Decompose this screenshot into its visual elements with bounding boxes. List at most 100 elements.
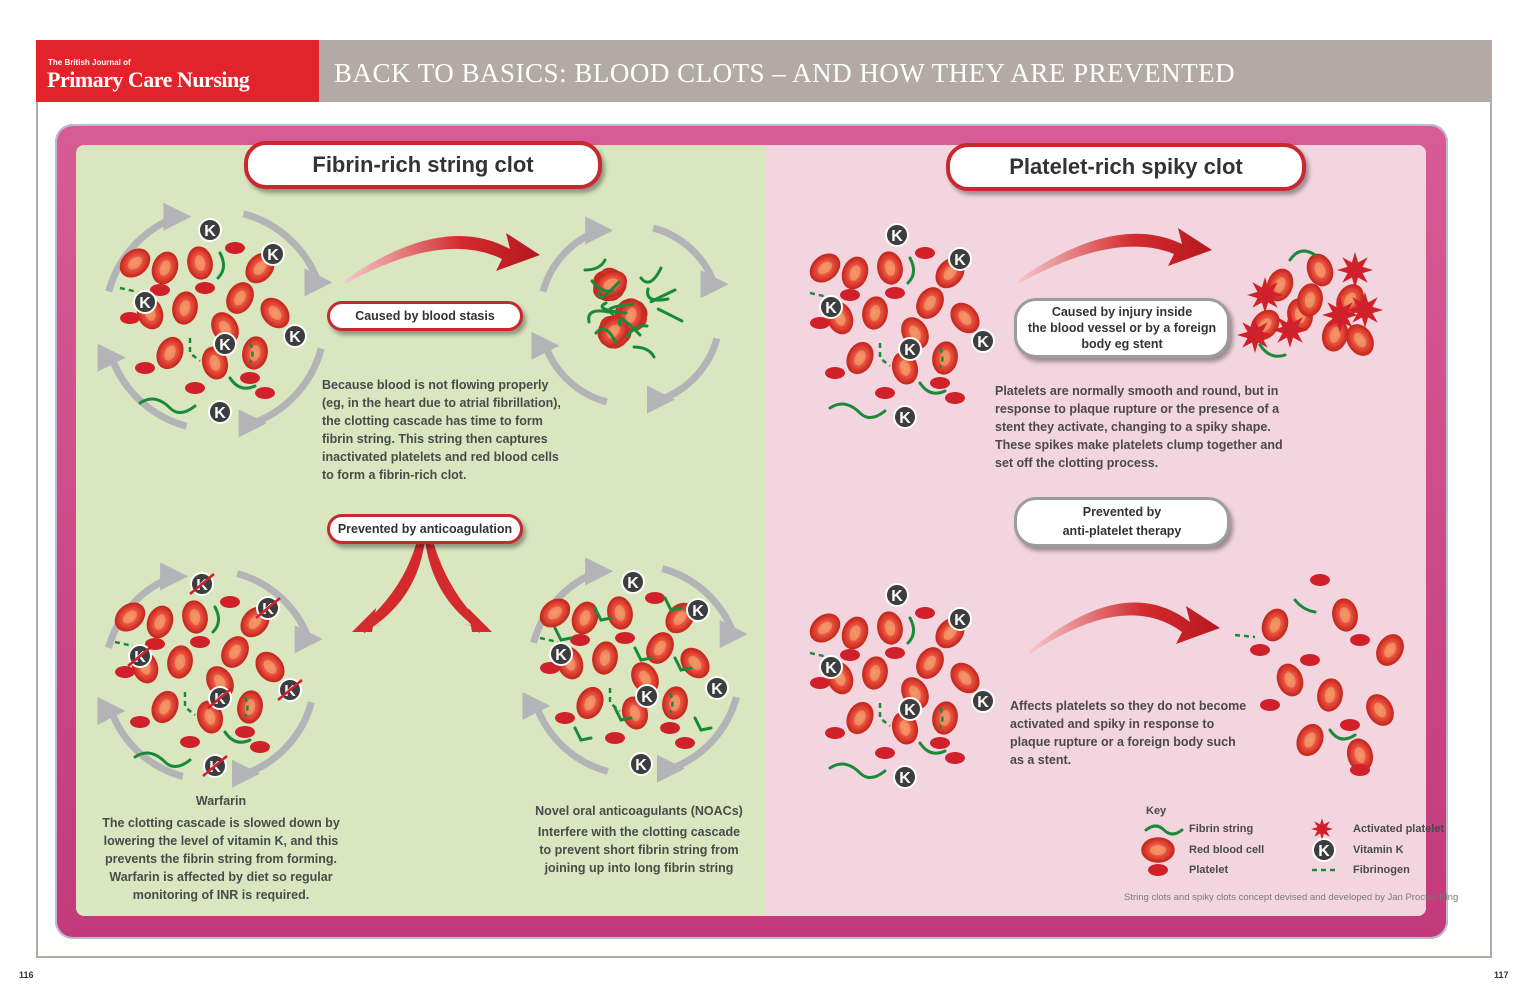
- platelet: [810, 317, 830, 329]
- platelet: [915, 247, 935, 259]
- red-blood-cell-center: [248, 615, 262, 629]
- red-blood-cell-center: [654, 640, 666, 656]
- prevent-antiplatelet-line: anti-platelet therapy: [1062, 524, 1182, 538]
- vitamin-k-icon: [629, 752, 653, 776]
- vitamin-k-icon: [948, 247, 972, 271]
- process-arrow: [1018, 228, 1212, 284]
- text-line: Because blood is not flowing properly: [322, 378, 549, 392]
- red-blood-cell-center: [869, 305, 881, 321]
- cross-out: [202, 755, 228, 777]
- text-line: response to plaque rupture or the presen…: [995, 402, 1280, 416]
- red-blood-cell-center: [1150, 845, 1166, 855]
- platelet: [1148, 864, 1168, 876]
- vitamin-k-icon: [549, 642, 573, 666]
- vitamin-k-label: K: [977, 694, 989, 711]
- left-heading: Fibrin-rich string clot: [244, 141, 602, 189]
- red-blood-cell-center: [1339, 607, 1351, 623]
- vitamin-k-icon: [213, 332, 237, 356]
- text-line: These spikes make platelets clump togeth…: [995, 438, 1283, 452]
- red-blood-cell-center: [204, 709, 216, 725]
- flow-arrow: [522, 691, 609, 775]
- platelet: [185, 382, 205, 394]
- red-blood-cell-center: [1314, 262, 1326, 278]
- platelet: [825, 367, 845, 379]
- vitamin-k-label: K: [825, 300, 837, 317]
- fibrin-string: [656, 307, 684, 323]
- red-blood-cell-center: [943, 626, 957, 640]
- page-number-right: 117: [1494, 970, 1509, 980]
- text-line: activated and spiky in response to: [1010, 717, 1215, 731]
- activated-platelet: [1237, 317, 1273, 353]
- vitamin-k-icon: [819, 295, 843, 319]
- platelet: [1250, 644, 1270, 656]
- logo-small-text: The British Journal of: [48, 58, 131, 67]
- text-line: monitoring of INR is required.: [132, 888, 310, 902]
- vitamin-k-label: K: [1318, 843, 1330, 860]
- flow-arrow: [238, 347, 325, 438]
- vitamin-k-icon: [971, 329, 995, 353]
- platelet: [885, 287, 905, 299]
- text-line: set off the clotting process.: [995, 456, 1159, 470]
- text-line: fibrin string. This string then captures: [322, 432, 548, 446]
- fibrin-string: [639, 266, 663, 284]
- fibrin-string: [553, 626, 573, 642]
- fibrin-string: [607, 302, 635, 316]
- cross-out: [189, 573, 215, 595]
- red-blood-cell-center: [584, 695, 596, 711]
- vitamin-k-label: K: [289, 329, 301, 346]
- key-label-vitamin-k: Vitamin K: [1353, 844, 1404, 856]
- vitamin-k-icon: [261, 242, 285, 266]
- flow-arrow: [105, 202, 192, 293]
- fibrinogen: [183, 692, 196, 716]
- red-blood-cell-center: [249, 345, 261, 361]
- flow-arrow: [646, 337, 721, 414]
- text-line: joining up into long fibrin string: [544, 861, 734, 875]
- red-blood-cell-center: [899, 360, 911, 376]
- cross-out: [277, 679, 303, 701]
- red-blood-cell-center: [154, 614, 166, 630]
- platelet: [660, 722, 680, 734]
- vitamin-k-icon: [898, 697, 922, 721]
- platelet: [240, 372, 260, 384]
- red-blood-cell-center: [1354, 747, 1366, 763]
- vitamin-k-label: K: [641, 689, 653, 706]
- key-label-red-blood-cell: Red blood cell: [1189, 844, 1265, 856]
- flow-arrow: [231, 701, 315, 788]
- noac-title: Novel oral anticoagulants (NOACs): [535, 804, 743, 818]
- split-arrow-head: [352, 608, 492, 632]
- red-blood-cell-center: [854, 710, 866, 726]
- platelet: [945, 752, 965, 764]
- red-blood-cell-center: [159, 699, 171, 715]
- red-blood-cell-center: [818, 261, 832, 275]
- vitamin-k-label: K: [954, 252, 966, 269]
- prevent-antiplatelet-label: Prevented by anti-platelet therapy: [1014, 497, 1230, 547]
- key-label-activated-platelet: Activated platelet: [1353, 823, 1445, 835]
- red-blood-cell-center: [1374, 702, 1386, 718]
- platelet: [945, 392, 965, 404]
- prevent-anticoag-label: Prevented by anticoagulation: [327, 514, 523, 544]
- flow-arrow: [661, 565, 748, 649]
- red-blood-cell-center: [939, 350, 951, 366]
- journal-logo: The British Journal of Primary Care Nurs…: [36, 40, 319, 102]
- flow-arrow: [97, 696, 184, 780]
- red-blood-cell-center: [818, 621, 832, 635]
- fibrin-string: [918, 741, 947, 755]
- platelet: [810, 677, 830, 689]
- cause-stasis-label: Caused by blood stasis: [327, 301, 523, 331]
- red-blood-cell-center: [268, 306, 282, 320]
- red-blood-cell-center: [1384, 642, 1396, 658]
- vitamin-k-label: K: [899, 770, 911, 787]
- fibrin-string: [594, 327, 618, 345]
- text-line: (eg, in the heart due to atrial fibrilla…: [322, 396, 561, 410]
- fibrin-string: [587, 309, 611, 324]
- fibrinogen: [809, 291, 829, 299]
- platelet: [255, 387, 275, 399]
- vitamin-k-label: K: [204, 223, 216, 240]
- platelet: [1340, 719, 1360, 731]
- vitamin-k-label: K: [825, 660, 837, 677]
- red-blood-cell-center: [209, 355, 221, 371]
- vitamin-k-icon: [893, 765, 917, 789]
- red-blood-cell-center: [214, 674, 226, 690]
- red-blood-cell-center: [179, 300, 191, 316]
- red-blood-cell-center: [943, 266, 957, 280]
